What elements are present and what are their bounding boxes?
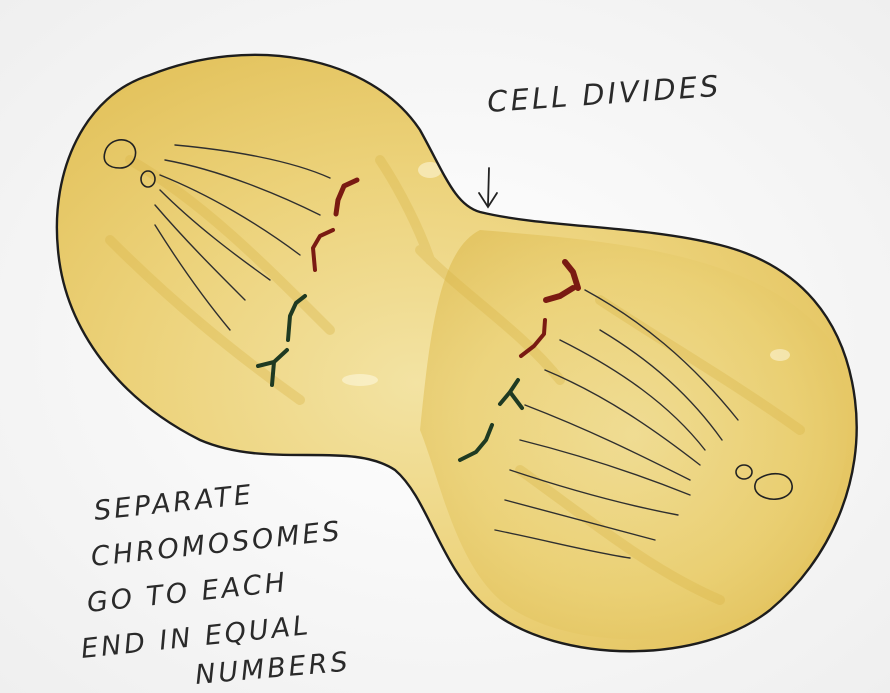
diagram-canvas: CELL DIVIDES SEPARATE CHROMOSOMES GO TO … (0, 0, 890, 693)
cell-division-diagram: CELL DIVIDES SEPARATE CHROMOSOMES GO TO … (0, 0, 890, 693)
